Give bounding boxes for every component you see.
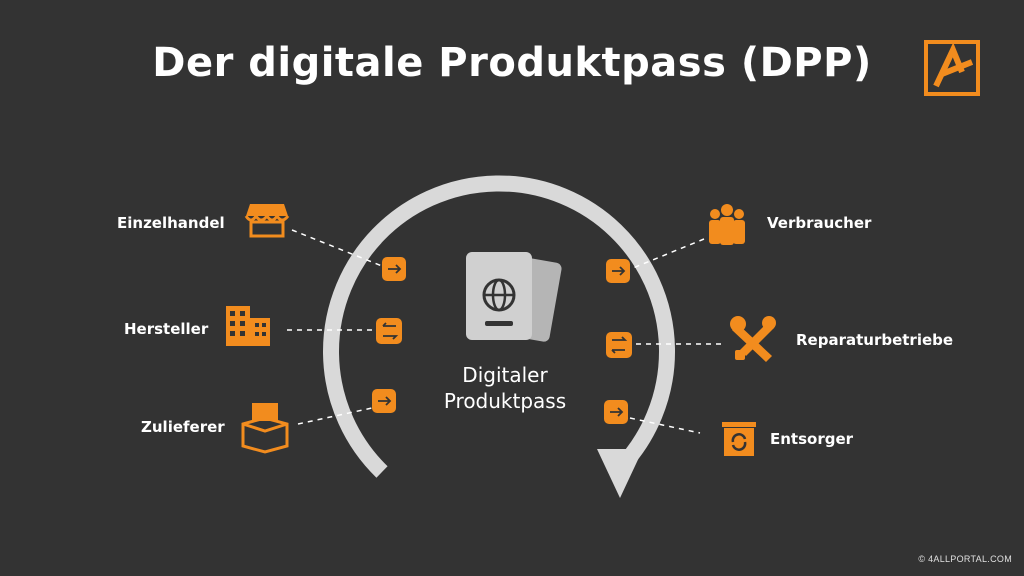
label-zulieferer: Zulieferer [141,418,225,436]
cycle-arrow-arc [323,175,676,478]
arrow-badge-zulieferer [372,389,396,413]
center-label-line2: Produktpass [443,389,567,413]
connector-lines [287,229,724,434]
copyright-notice: © 4ALLPORTAL.COM [918,554,1012,564]
label-entsorger: Entsorger [770,430,854,448]
connector-einzelhandel [291,229,383,267]
label-einzelhandel: Einzelhandel [117,214,225,232]
arrow-badge-verbraucher [606,259,630,283]
connector-verbraucher [632,238,705,269]
arrow-badge-entsorger [604,400,628,424]
swap-badge-reparatur [606,332,632,358]
connector-zulieferer [297,407,373,425]
connector-entsorger [629,417,701,434]
passport-icon [466,252,562,342]
center-label: Digitaler Produktpass [420,362,590,414]
page-title: Der digitale Produktpass (DPP) [152,40,872,86]
tools-icon [730,316,776,362]
factory-icon [226,306,270,346]
label-verbraucher: Verbraucher [767,214,872,232]
label-hersteller: Hersteller [124,320,209,338]
package-box-icon [241,403,289,454]
swap-badge-hersteller [376,318,402,344]
recycle-bin-icon [722,422,756,456]
brand-logo [924,40,980,96]
people-group-icon [709,204,745,245]
center-label-line1: Digitaler [462,363,548,387]
arrow-badge-einzelhandel [382,257,406,281]
cycle-arrow-head [597,449,643,498]
store-icon [244,204,290,238]
label-reparaturbetriebe: Reparaturbetriebe [796,331,954,349]
